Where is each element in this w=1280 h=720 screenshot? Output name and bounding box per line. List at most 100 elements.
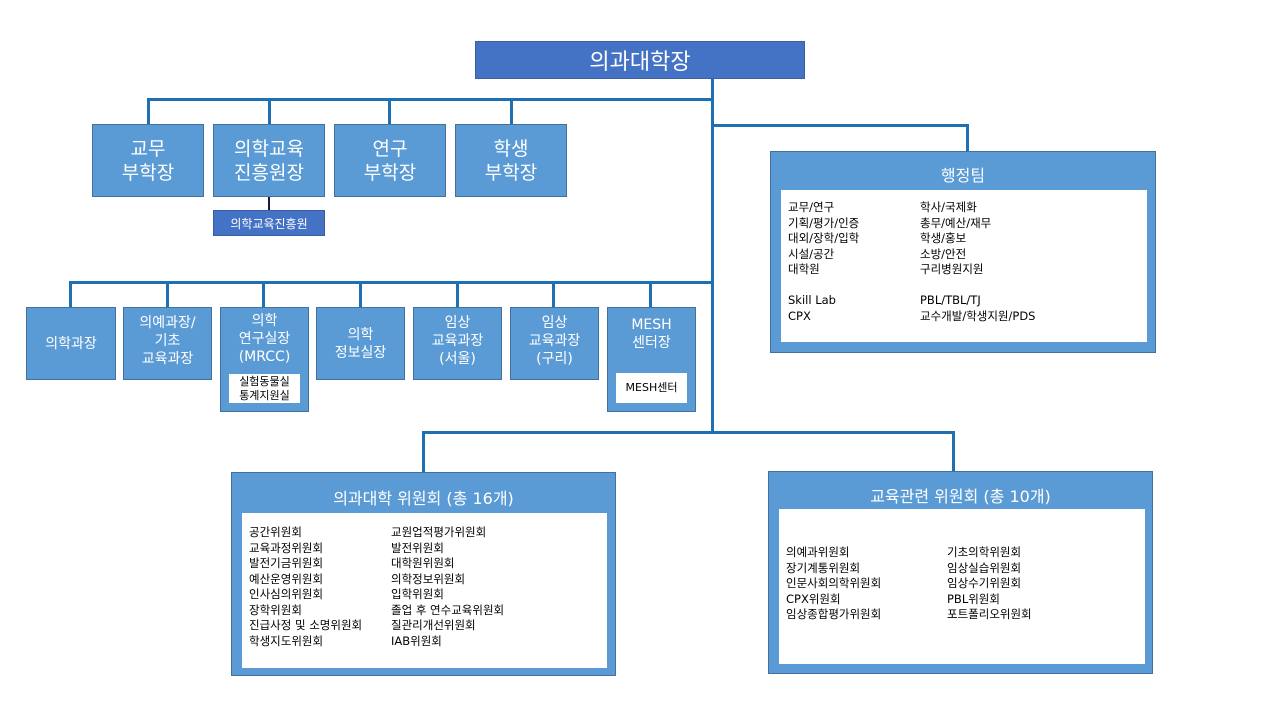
admin-item: PBL/TBL/TJ — [920, 293, 981, 307]
committee-item: 진급사정 및 소명위원회 — [249, 618, 363, 632]
admin-item: 교무/연구 — [788, 200, 835, 214]
committee-item: 공간위원회 — [249, 525, 302, 539]
education-institute-label: 의학교육진흥원 — [230, 216, 308, 231]
dean-label: 의과대학장 — [589, 50, 691, 75]
college-committees-panel: 의과대학 위원회 (총 16개) 공간위원회 교육과정위원회 발전기금위원회 예… — [231, 472, 616, 676]
committee-item: 의예과위원회 — [786, 545, 850, 559]
connector-line — [966, 124, 969, 152]
committee-item: 질관리개선위원회 — [391, 618, 476, 632]
mesh-sub-box: MESH센터 — [616, 373, 687, 403]
admin-right-column: 학사/국제화 총무/예산/재무 학생/홍보 소방/안전 구리병원지원 PBL/T… — [920, 200, 1035, 324]
connector-line — [388, 98, 391, 125]
admin-item: 기획/평가/인증 — [788, 215, 860, 230]
connector-line — [147, 98, 150, 125]
vice-dean-label: 학생 부학장 — [484, 137, 538, 184]
connector-line — [510, 98, 513, 125]
committee-item: 임상종합평가위원회 — [786, 607, 882, 621]
admin-left-column: 교무/연구 기획/평가/인증 대외/장학/입학 시설/공간 대학원 Skill … — [788, 200, 859, 324]
admin-item: 교수개발/학생지원/PDS — [920, 308, 1036, 323]
committee-item: 교육과정위원회 — [249, 540, 324, 555]
dept-clinical-seoul: 임상 교육과장 (서울) — [413, 307, 502, 380]
admin-item: Skill Lab — [788, 293, 836, 307]
connector-line — [456, 281, 459, 308]
admin-item: 구리병원지원 — [920, 262, 984, 276]
committee-item: 기초의학위원회 — [947, 545, 1022, 559]
committee-item: 발전위원회 — [391, 540, 444, 555]
connector-line — [166, 281, 169, 308]
committee-item: 임상수기위원회 — [947, 576, 1022, 590]
vice-dean-education-institute: 의학교육 진흥원장 — [213, 124, 325, 197]
committee-item: 입학위원회 — [391, 587, 444, 601]
vice-dean-label: 교무 부학장 — [121, 137, 175, 184]
connector-line — [262, 281, 265, 308]
committee-item: 대학원위원회 — [391, 556, 455, 570]
dean-box: 의과대학장 — [475, 41, 805, 79]
vice-dean-research: 연구 부학장 — [334, 124, 446, 197]
admin-team-panel: 행정팀 교무/연구 기획/평가/인증 대외/장학/입학 시설/공간 대학원 Sk… — [770, 151, 1156, 353]
connector-line — [711, 79, 714, 433]
admin-item: CPX — [788, 308, 811, 323]
committee-item: CPX위원회 — [786, 591, 841, 606]
admin-item: 소방/안전 — [920, 246, 967, 261]
college-committees-content: 공간위원회 교육과정위원회 발전기금위원회 예산운영위원회 인사심의위원회 장학… — [242, 513, 607, 668]
sub-unit-label: MESH센터 — [625, 381, 678, 394]
committee-item: 인문사회의학위원회 — [786, 576, 882, 590]
dept-label: 임상 교육과장 (구리) — [528, 315, 581, 367]
committee-item: IAB위원회 — [391, 633, 442, 648]
education-institute-box: 의학교육진흥원 — [213, 210, 325, 236]
dept-label: 임상 교육과장 (서울) — [431, 315, 484, 367]
committee-left-column: 공간위원회 교육과정위원회 발전기금위원회 예산운영위원회 인사심의위원회 장학… — [249, 525, 362, 649]
connector-line — [422, 431, 425, 473]
committee-item: 발전기금위원회 — [249, 556, 324, 570]
dept-info: 의학 정보실장 — [316, 307, 405, 380]
admin-team-content: 교무/연구 기획/평가/인증 대외/장학/입학 시설/공간 대학원 Skill … — [781, 190, 1147, 342]
admin-item: 대외/장학/입학 — [788, 231, 860, 245]
committee-right-column: 교원업적평가위원회 발전위원회 대학원위원회 의학정보위원회 입학위원회 졸업 … — [391, 525, 504, 649]
committee-item: 졸업 후 연수교육위원회 — [391, 602, 505, 617]
education-committees-content: 의예과위원회 장기계통위원회 인문사회의학위원회 CPX위원회 임상종합평가위원… — [779, 509, 1145, 664]
sub-unit-label: 실험동물실 통계지원실 — [239, 374, 290, 402]
committee-item: 장학위원회 — [249, 602, 302, 617]
dept-label: 의학과장 — [45, 335, 97, 352]
admin-item: 학생/홍보 — [920, 231, 967, 245]
admin-item: 시설/공간 — [788, 246, 835, 261]
connector-line — [649, 281, 652, 308]
connector-line — [359, 281, 362, 308]
committee-item: 교원업적평가위원회 — [391, 525, 487, 539]
connector-line — [711, 124, 968, 127]
committee-item: PBL위원회 — [947, 591, 1000, 606]
connector-line — [147, 98, 714, 101]
connector-line — [422, 431, 955, 434]
connector-line — [952, 431, 955, 472]
admin-item: 학사/국제화 — [920, 200, 977, 214]
committee-item: 임상실습위원회 — [947, 560, 1022, 575]
committee-left-column: 의예과위원회 장기계통위원회 인문사회의학위원회 CPX위원회 임상종합평가위원… — [786, 545, 881, 623]
dept-clinical-guri: 임상 교육과장 (구리) — [510, 307, 599, 380]
committee-item: 의학정보위원회 — [391, 571, 466, 586]
committee-item: 장기계통위원회 — [786, 560, 861, 575]
admin-item: 총무/예산/재무 — [920, 215, 992, 230]
committee-item: 예산운영위원회 — [249, 571, 324, 586]
dept-premed: 의예과장/ 기초 교육과장 — [123, 307, 212, 380]
dept-label: 의예과장/ 기초 교육과장 — [139, 315, 196, 367]
vice-dean-academic: 교무 부학장 — [92, 124, 204, 197]
connector-line — [268, 98, 271, 125]
committee-item: 포트폴리오위원회 — [947, 607, 1032, 621]
dept-label: 의학 정보실장 — [334, 326, 387, 361]
dept-label: MESH 센터장 — [631, 317, 672, 351]
education-committees-panel: 교육관련 위원회 (총 10개) 의예과위원회 장기계통위원회 인문사회의학위원… — [768, 471, 1153, 674]
mrcc-sub-box: 실험동물실 통계지원실 — [229, 374, 300, 403]
vice-dean-label: 의학교육 진흥원장 — [234, 137, 304, 184]
dept-medicine: 의학과장 — [26, 307, 116, 380]
spacer — [788, 278, 859, 294]
admin-team-title: 행정팀 — [940, 166, 986, 185]
spacer — [920, 278, 1035, 294]
committee-right-column: 기초의학위원회 임상실습위원회 임상수기위원회 PBL위원회 포트폴리오위원회 — [947, 545, 1032, 623]
connector-line — [552, 281, 555, 308]
vice-dean-student: 학생 부학장 — [455, 124, 567, 197]
connector-line — [69, 281, 72, 308]
dept-label: 의학 연구실장 (MRCC) — [238, 313, 291, 365]
committee-item: 인사심의위원회 — [249, 587, 324, 601]
connector-line — [69, 281, 714, 284]
committee-item: 학생지도위원회 — [249, 633, 324, 648]
